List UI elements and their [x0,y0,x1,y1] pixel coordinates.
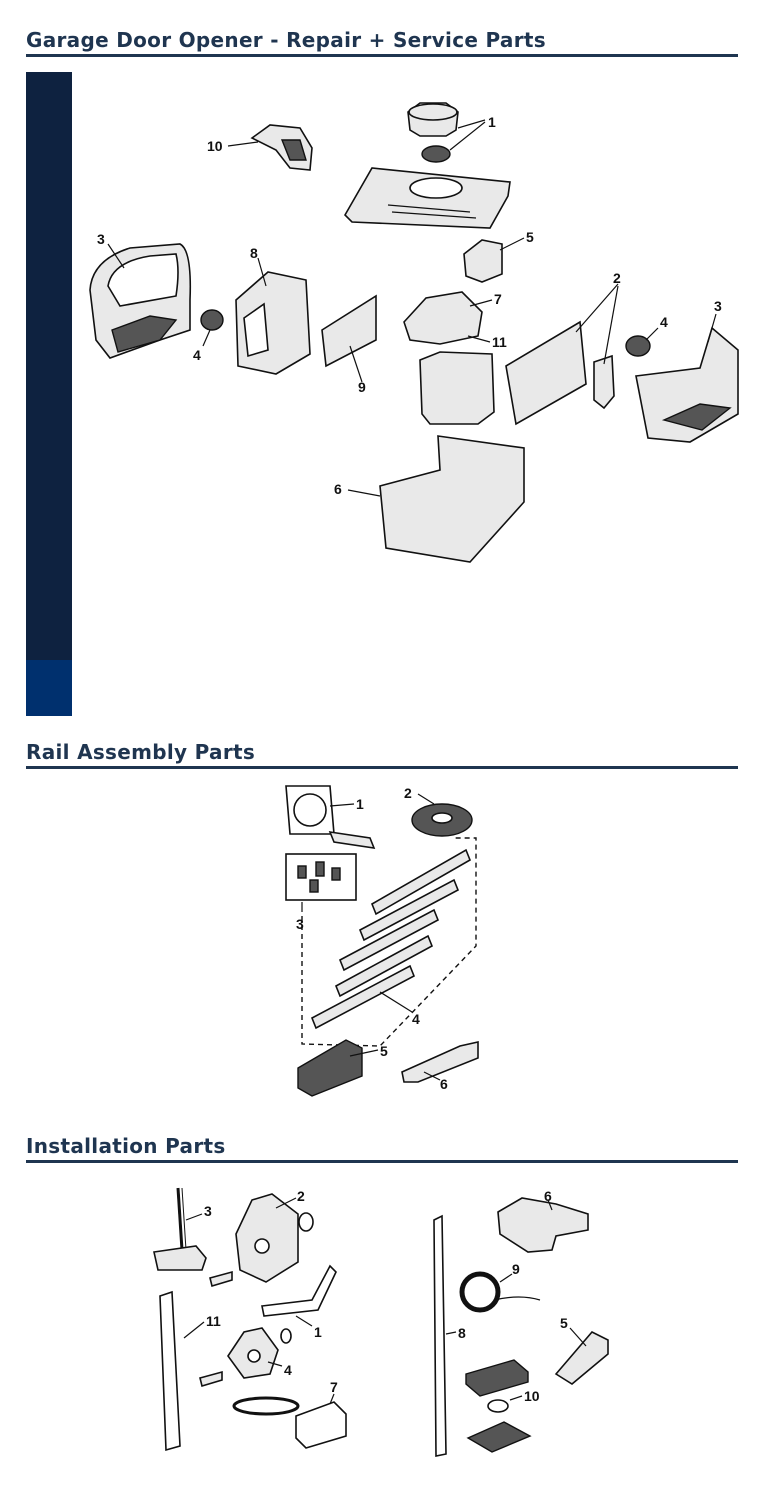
rail-exploded-diagram: 1 2 3 4 5 6 [285,785,479,1097]
sidebar-accent [26,72,72,716]
section-title-opener: Garage Door Opener - Repair + Service Pa… [26,28,738,57]
install-part-7: 7 [232,1379,347,1449]
rail-callout-6: 6 [440,1076,448,1092]
opener-chassis-plate [344,167,511,229]
opener-callout-4b: 4 [660,314,668,330]
install-callout-11: 11 [206,1313,221,1329]
install-part-11: 11 [159,1290,221,1452]
opener-callout-3b: 3 [714,298,722,314]
install-remotes: 10 [465,1359,540,1453]
opener-part-4-right: 4 [625,314,668,357]
install-part-2: 2 [209,1188,314,1288]
opener-callout-1: 1 [488,114,496,130]
opener-part-3-left: 3 [89,231,192,359]
install-callout-9: 9 [512,1261,520,1277]
opener-callout-11: 11 [492,334,507,350]
opener-part-8: 8 [235,245,311,375]
rail-part-4: 4 [301,837,477,1047]
install-part-6: 6 [497,1188,589,1253]
opener-callout-4a: 4 [193,347,201,363]
install-part-3: 3 [153,1187,212,1271]
section-title-install: Installation Parts [26,1134,738,1163]
section-title-rail: Rail Assembly Parts [26,740,738,769]
install-part-9: 9 [459,1261,541,1313]
opener-callout-9: 9 [358,379,366,395]
install-part-8: 8 [433,1214,466,1457]
install-exploded-diagram: 3 2 1 11 4 7 6 [153,1187,609,1457]
opener-part-6: 6 [334,435,525,563]
opener-part-10: 10 [207,124,313,171]
rail-part-1: 1 [285,785,376,849]
install-callout-2: 2 [297,1188,305,1204]
rail-callout-3: 3 [296,916,304,932]
install-callout-5: 5 [560,1315,568,1331]
opener-part-4-left: 4 [193,309,224,363]
install-callout-10: 10 [524,1388,540,1404]
sidebar-accent-bottom [26,660,72,716]
opener-part-3-right: 3 [635,298,739,443]
rail-callout-2: 2 [404,785,412,801]
opener-exploded-diagram: 1 10 3 4 8 9 [89,102,739,563]
opener-callout-10: 10 [207,138,223,154]
rail-part-2: 2 [404,785,473,837]
install-callout-6: 6 [544,1188,552,1204]
opener-callout-8: 8 [250,245,258,261]
install-part-1: 1 [261,1264,337,1340]
opener-callout-7: 7 [494,291,502,307]
opener-part-9: 9 [321,294,377,395]
opener-part-1: 1 [407,102,496,163]
install-callout-4: 4 [284,1362,292,1378]
install-callout-1: 1 [314,1324,322,1340]
opener-callout-5: 5 [526,229,534,245]
opener-motor-housing [419,351,495,425]
opener-callout-6: 6 [334,481,342,497]
opener-part-5: 5 [463,229,534,283]
opener-callout-3a: 3 [97,231,105,247]
rail-part-3: 3 [285,853,357,932]
install-part-4: 4 [199,1327,292,1388]
rail-callout-5: 5 [380,1043,388,1059]
install-callout-7: 7 [330,1379,338,1395]
opener-part-2: 2 [505,270,621,426]
install-part-5: 5 [554,1315,609,1385]
rail-part-6: 6 [401,1041,479,1092]
rail-callout-1: 1 [356,796,364,812]
install-callout-3: 3 [204,1203,212,1219]
install-callout-8: 8 [458,1325,466,1341]
opener-part-7: 7 11 [403,291,507,350]
rail-part-5: 5 [297,1039,388,1097]
rail-callout-4: 4 [412,1011,420,1027]
opener-callout-2: 2 [613,270,621,286]
